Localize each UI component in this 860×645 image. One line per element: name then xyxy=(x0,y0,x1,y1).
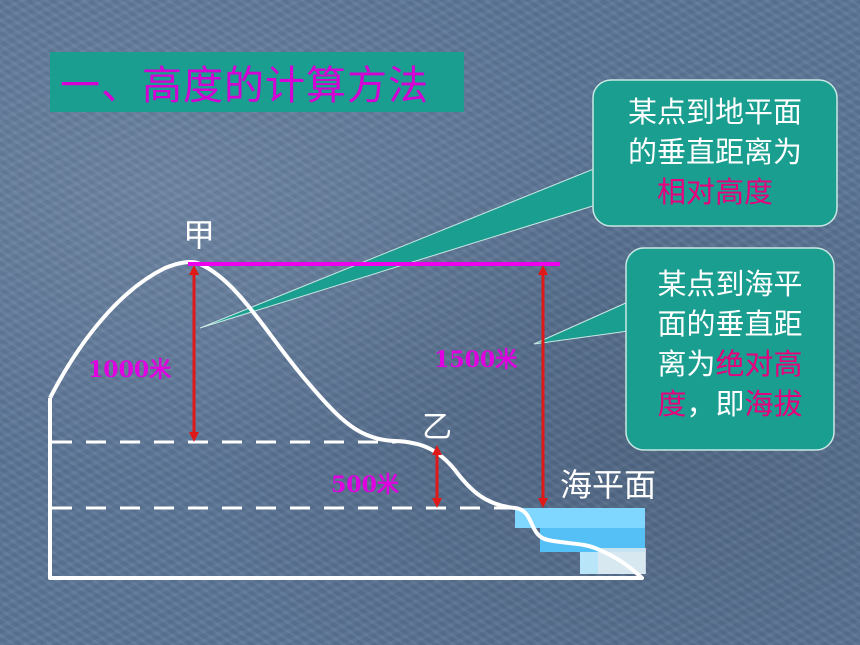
height-1000-label: 1000米 xyxy=(88,357,172,383)
callout-absolute-line4: 度，即海拔 xyxy=(626,384,834,424)
slide-title: 一、高度的计算方法 xyxy=(60,63,429,109)
callout-absolute-line3: 离为绝对高 xyxy=(626,344,834,384)
height-500-label: 500米 xyxy=(331,472,399,498)
sea-level-label: 海平面 xyxy=(560,466,657,504)
callout-absolute-line4-highlight2: 海拔 xyxy=(744,387,803,421)
point-b-label: 乙 xyxy=(422,410,452,445)
callout-relative-line1: 某点到地平面 xyxy=(627,95,802,129)
callout-absolute-line4-highlight1: 度 xyxy=(657,387,687,421)
callout-absolute-box xyxy=(625,247,835,451)
callout-absolute-line4-mid: ，即 xyxy=(686,387,745,421)
callout-relative-pointer xyxy=(199,167,597,329)
callout-relative-box xyxy=(592,79,838,227)
height-1500-label: 1500米 xyxy=(434,347,518,373)
callout-absolute-line2: 面的垂直距 xyxy=(657,307,803,341)
point-a-label: 甲 xyxy=(183,216,216,254)
callout-absolute-pointer xyxy=(533,301,637,345)
callout-absolute-line3-highlight: 绝对高 xyxy=(715,347,803,381)
callout-relative-text: 某点到地平面 的垂直距离为 相对高度 xyxy=(593,92,837,212)
callout-absolute-line1: 某点到海平 xyxy=(657,267,803,301)
callout-relative-line2: 的垂直距离为 xyxy=(627,135,802,169)
callout-absolute-line3-prefix: 离为 xyxy=(657,347,716,381)
title-box: 一、高度的计算方法 xyxy=(50,52,464,112)
callout-relative-highlight: 相对高度 xyxy=(656,175,773,209)
callout-absolute-text: 某点到海平 面的垂直距 离为绝对高 度，即海拔 xyxy=(626,264,834,424)
